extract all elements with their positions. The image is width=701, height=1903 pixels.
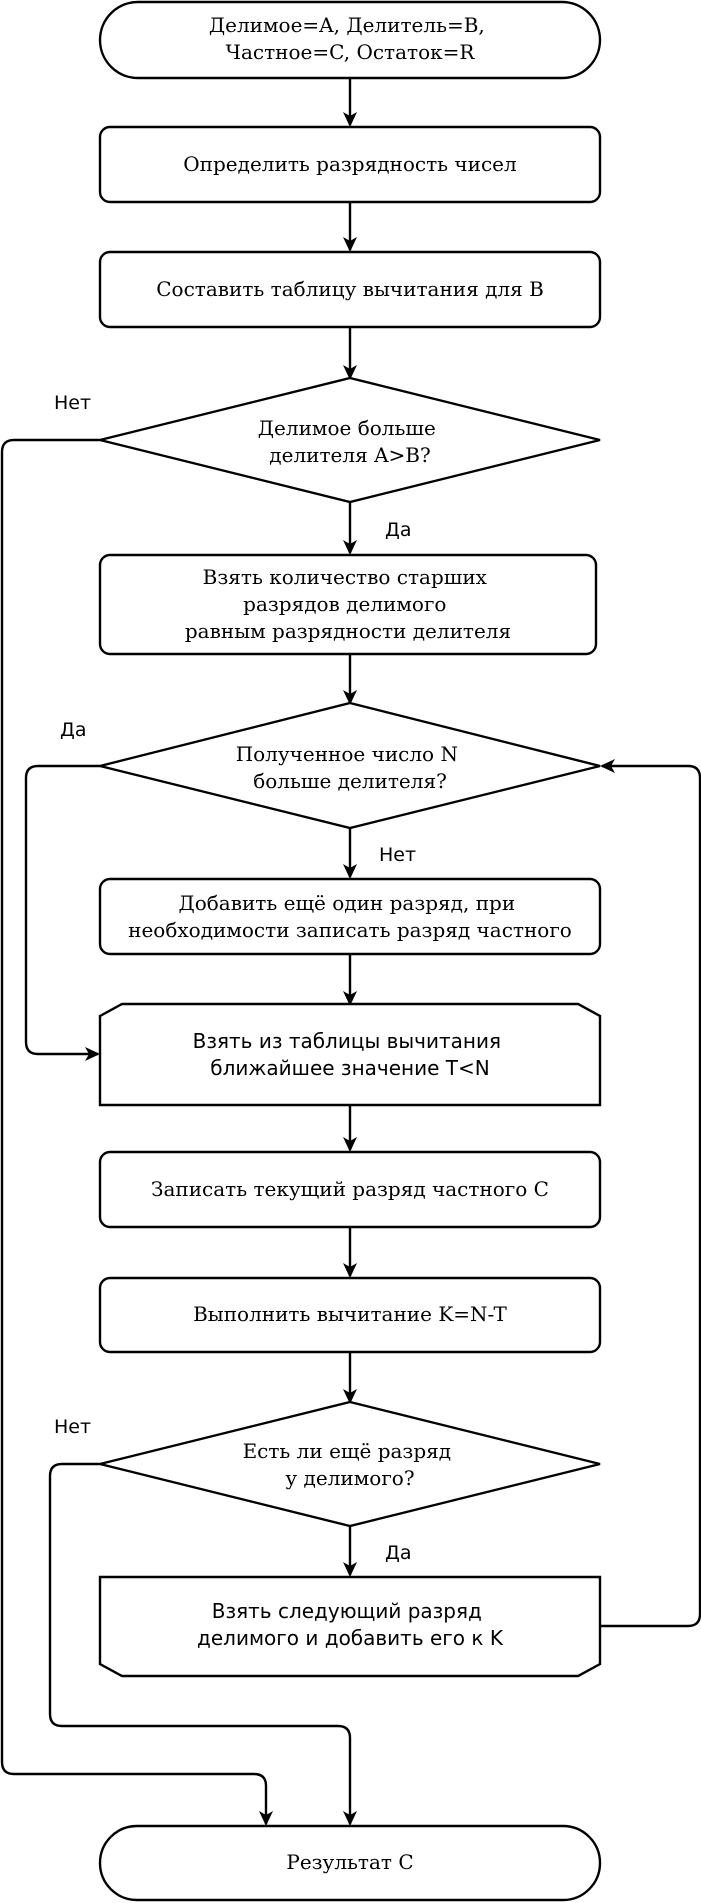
label-check-greater-yes: Да [385, 519, 412, 541]
edge-check-greater-no [0, 438, 273, 1826]
subtract-box [98, 1276, 602, 1354]
check-more-decision [99, 1400, 601, 1528]
write-quotient-box [98, 1150, 602, 1229]
take-high-digits-label: Взять количество старших разрядов делимо… [185, 565, 511, 643]
next-digit-loop-end [98, 1575, 602, 1678]
end-label: Результат C [286, 1850, 413, 1874]
check-greater-decision [99, 376, 601, 504]
start-label: Делимое=A, Делитель=B, Частное=C, Остато… [209, 13, 491, 64]
add-digit-box [98, 877, 602, 956]
table-lookup-loop-start [98, 1002, 602, 1107]
check-n-decision [99, 701, 601, 830]
connectors [0, 78, 701, 1826]
edge-next-loop-back [600, 759, 701, 1628]
start-terminator [98, 0, 602, 80]
add-digit-label: Добавить ещё один разряд, при необходимо… [128, 891, 572, 942]
label-check-n-yes: Да [60, 719, 87, 741]
subtract-label: Выполнить вычитание K=N-T [193, 1302, 507, 1326]
label-check-greater-no: Нет [54, 392, 91, 414]
check-more-label: Есть ли ещё разряд у делимого? [243, 1439, 458, 1490]
build-table-label: Составить таблицу вычитания для B [156, 277, 544, 301]
determine-digits-label: Определить разрядность чисел [183, 152, 516, 176]
label-check-more-yes: Да [385, 1542, 412, 1564]
edge-check-n-yes [24, 764, 100, 1061]
next-digit-label: Взять следующий разряд делимого и добави… [197, 1599, 504, 1650]
build-table-box [98, 250, 602, 329]
label-check-more-no: Нет [54, 1416, 91, 1438]
label-check-n-no: Нет [379, 844, 416, 866]
determine-digits-box [98, 125, 602, 204]
check-n-label: Полученное число N больше делителя? [236, 742, 465, 793]
write-quotient-label: Записать текущий разряд частного C [151, 1177, 549, 1201]
take-high-digits-box [98, 553, 598, 656]
end-terminator [98, 1824, 602, 1902]
edge-check-more-no [48, 1462, 357, 1826]
table-lookup-label: Взять из таблицы вычитания ближайшее зна… [193, 1029, 508, 1080]
check-greater-label: Делимое больше делителя A>B? [258, 416, 442, 467]
